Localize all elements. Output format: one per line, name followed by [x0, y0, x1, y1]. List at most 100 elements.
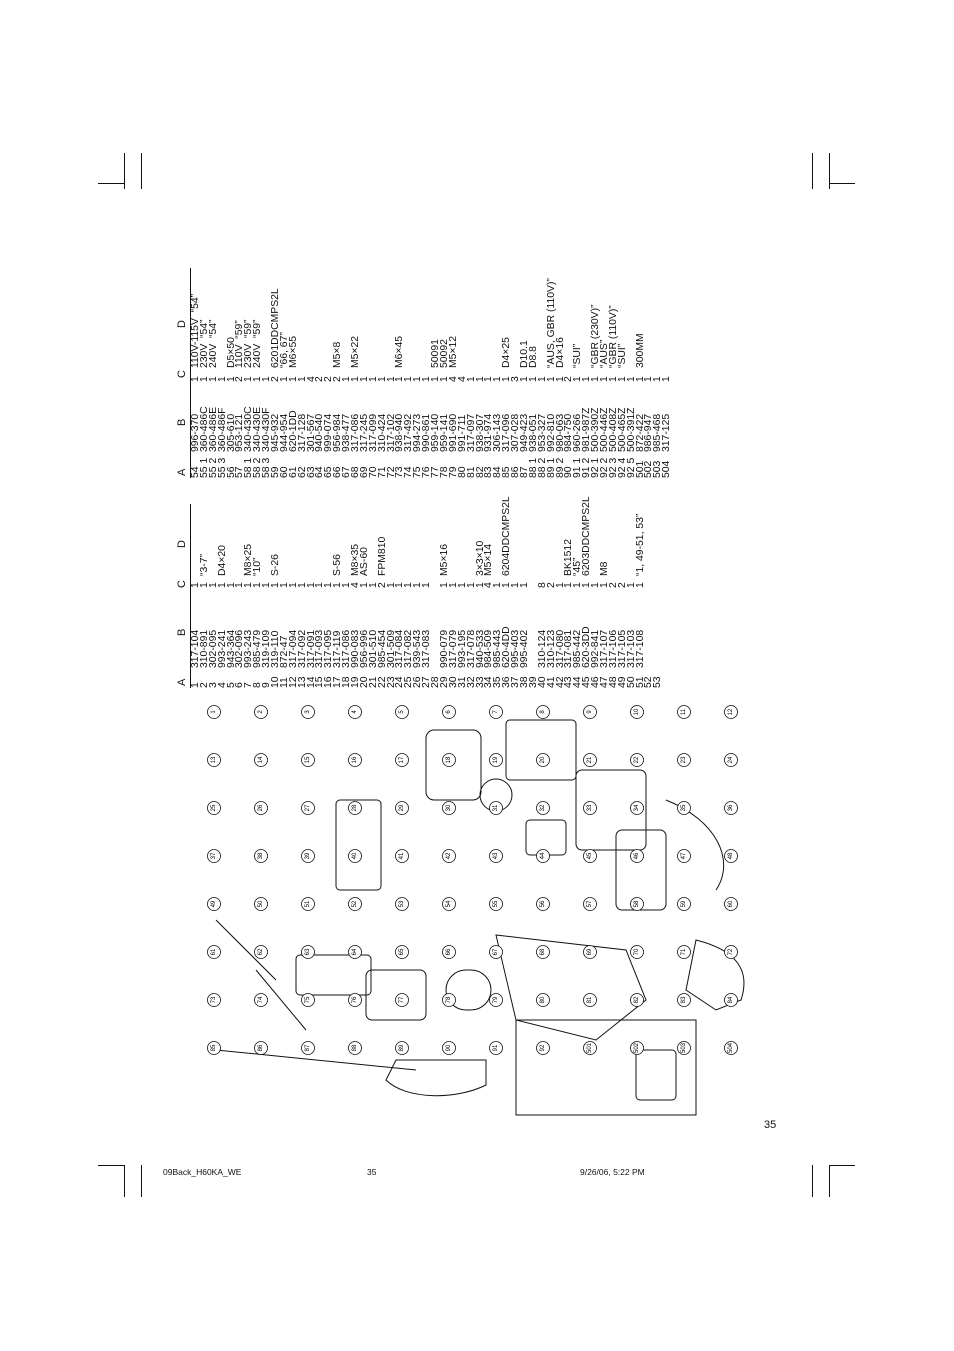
svg-text:27: 27: [305, 804, 311, 811]
remarks: 6203DDCMPS2L: [581, 496, 593, 576]
part-callout: 10: [630, 705, 644, 719]
remarks: “SUI”: [616, 343, 628, 368]
part-callout: 33: [583, 801, 597, 815]
part-callout: 84: [724, 993, 738, 1007]
header-b: B: [176, 628, 188, 636]
part-callout: 23: [677, 753, 691, 767]
svg-text:77: 77: [399, 996, 405, 1003]
part-callout: 62: [254, 945, 268, 959]
part-callout: 5: [395, 705, 409, 719]
remarks: [361, 248, 370, 368]
part-callout: 4: [348, 705, 362, 719]
svg-text:47: 47: [681, 852, 687, 859]
part-callout: 58: [630, 897, 644, 911]
part-callout: 40: [348, 849, 362, 863]
part-callout: 26: [254, 801, 268, 815]
remarks: 300MM: [634, 333, 646, 368]
svg-text:4: 4: [352, 710, 358, 714]
svg-text:41: 41: [399, 852, 405, 859]
item-number: 504: [661, 460, 673, 478]
remarks: S-56: [332, 554, 344, 576]
svg-text:10: 10: [634, 708, 640, 715]
remarks: [414, 248, 423, 368]
part-callout: 36: [724, 801, 738, 815]
svg-text:30: 30: [446, 804, 452, 811]
remarks: [228, 486, 237, 576]
gear-housing-shape: [365, 969, 427, 1021]
part-callout: 54: [442, 897, 456, 911]
part-callout: 83: [677, 993, 691, 1007]
part-callout: 55: [489, 897, 503, 911]
part-callout: 17: [395, 753, 409, 767]
remarks: [521, 486, 530, 576]
svg-text:82: 82: [634, 996, 640, 1003]
part-callout: 90: [442, 1041, 456, 1055]
crop-mark: [124, 153, 125, 189]
part-callout: 49: [207, 897, 221, 911]
part-callout: 34: [630, 801, 644, 815]
svg-text:502: 502: [634, 1042, 640, 1053]
svg-text:37: 37: [211, 852, 217, 859]
part-callout: 2: [254, 705, 268, 719]
part-callout: 31: [489, 801, 503, 815]
part-code: 995-402: [518, 629, 530, 668]
svg-text:28: 28: [352, 804, 358, 811]
remarks: M5×8: [332, 341, 344, 368]
remarks: [548, 486, 557, 576]
svg-text:58: 58: [634, 900, 640, 907]
svg-text:50: 50: [258, 900, 264, 907]
header-d: D: [176, 320, 188, 328]
remarks: [379, 248, 388, 368]
svg-text:60: 60: [728, 900, 734, 907]
remarks: [539, 486, 548, 576]
part-callout: 82: [630, 993, 644, 1007]
svg-text:44: 44: [540, 852, 546, 859]
switch-shape: [525, 819, 567, 856]
svg-text:90: 90: [446, 1044, 452, 1051]
part-callout: 47: [677, 849, 691, 863]
svg-text:14: 14: [258, 756, 264, 763]
svg-text:19: 19: [493, 756, 499, 763]
case-shape: [635, 1049, 677, 1101]
part-callout: 87: [301, 1041, 315, 1055]
part-callout: 18: [442, 753, 456, 767]
part-callout: 43: [489, 849, 503, 863]
part-callout: 15: [301, 753, 315, 767]
armature-shape: [445, 969, 492, 1011]
svg-text:62: 62: [258, 948, 264, 955]
svg-text:29: 29: [399, 804, 405, 811]
cylinder-shape: [335, 799, 382, 891]
part-callout: 53: [395, 897, 409, 911]
part-callout: 14: [254, 753, 268, 767]
svg-text:35: 35: [681, 804, 687, 811]
top-cover-shape: [505, 719, 577, 781]
svg-text:24: 24: [728, 756, 734, 763]
handle-shape: [615, 829, 667, 911]
cord-shape: [665, 799, 725, 891]
remarks: D4×25: [501, 337, 513, 368]
header-a: A: [176, 468, 188, 476]
part-callout: 28: [348, 801, 362, 815]
crop-mark: [829, 1165, 830, 1197]
remarks: M5×14: [483, 543, 495, 576]
svg-text:63: 63: [305, 948, 311, 955]
header-c: C: [176, 580, 188, 588]
part-callout: 77: [395, 993, 409, 1007]
crop-mark: [141, 1165, 142, 1197]
svg-text:25: 25: [211, 804, 217, 811]
part-callout: 25: [207, 801, 221, 815]
part-callout: 45: [583, 849, 597, 863]
svg-text:9: 9: [587, 710, 593, 714]
svg-text:61: 61: [211, 948, 217, 955]
svg-text:85: 85: [211, 1044, 217, 1051]
part-callout: 16: [348, 753, 362, 767]
svg-text:69: 69: [587, 948, 593, 955]
side-handle-shape: [385, 1059, 487, 1097]
remarks: AS-60: [358, 547, 370, 576]
remarks: [281, 486, 290, 576]
svg-text:45: 45: [587, 852, 593, 859]
